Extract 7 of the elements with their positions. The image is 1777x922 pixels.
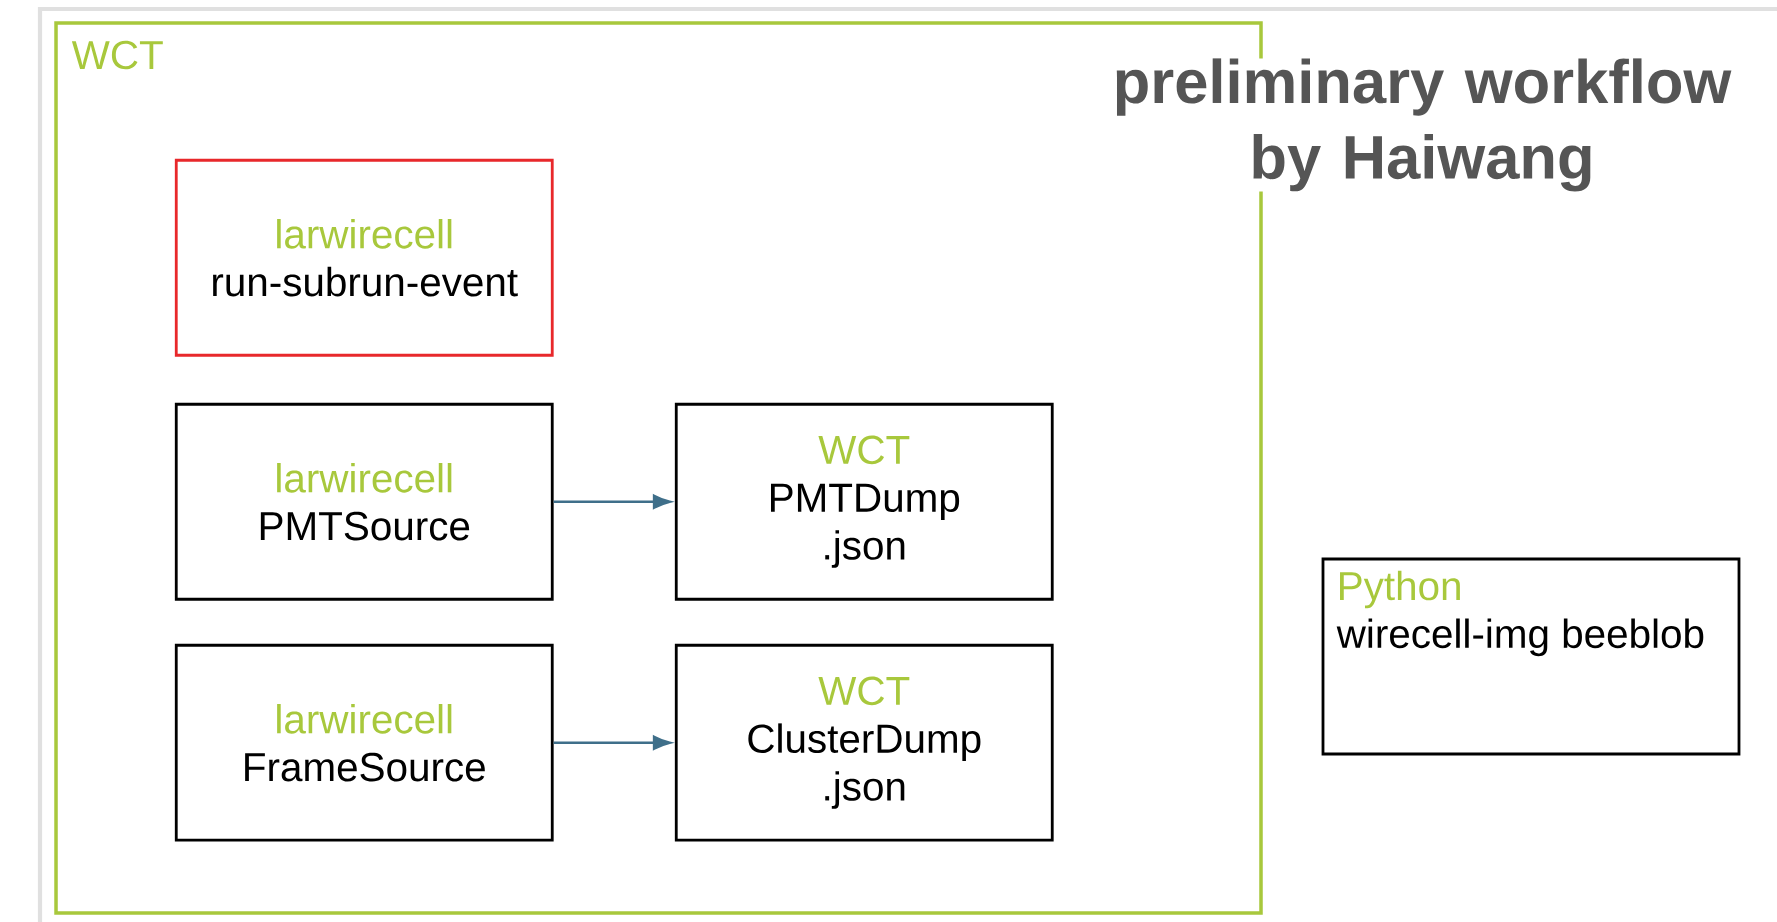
process-box: larwirecell FrameSource: [174, 643, 554, 842]
process-box: larwirecell PMTSource: [174, 402, 554, 601]
text-box: Python wirecell-img beeblob: [1321, 557, 1741, 756]
process-box: WCT PMTDump .json: [674, 402, 1054, 601]
title: preliminary workflow by Haiwang: [1082, 58, 1762, 192]
process-box: WCT ClusterDump .json: [674, 643, 1054, 842]
process-box: larwirecell run-subrun-event: [174, 158, 554, 357]
